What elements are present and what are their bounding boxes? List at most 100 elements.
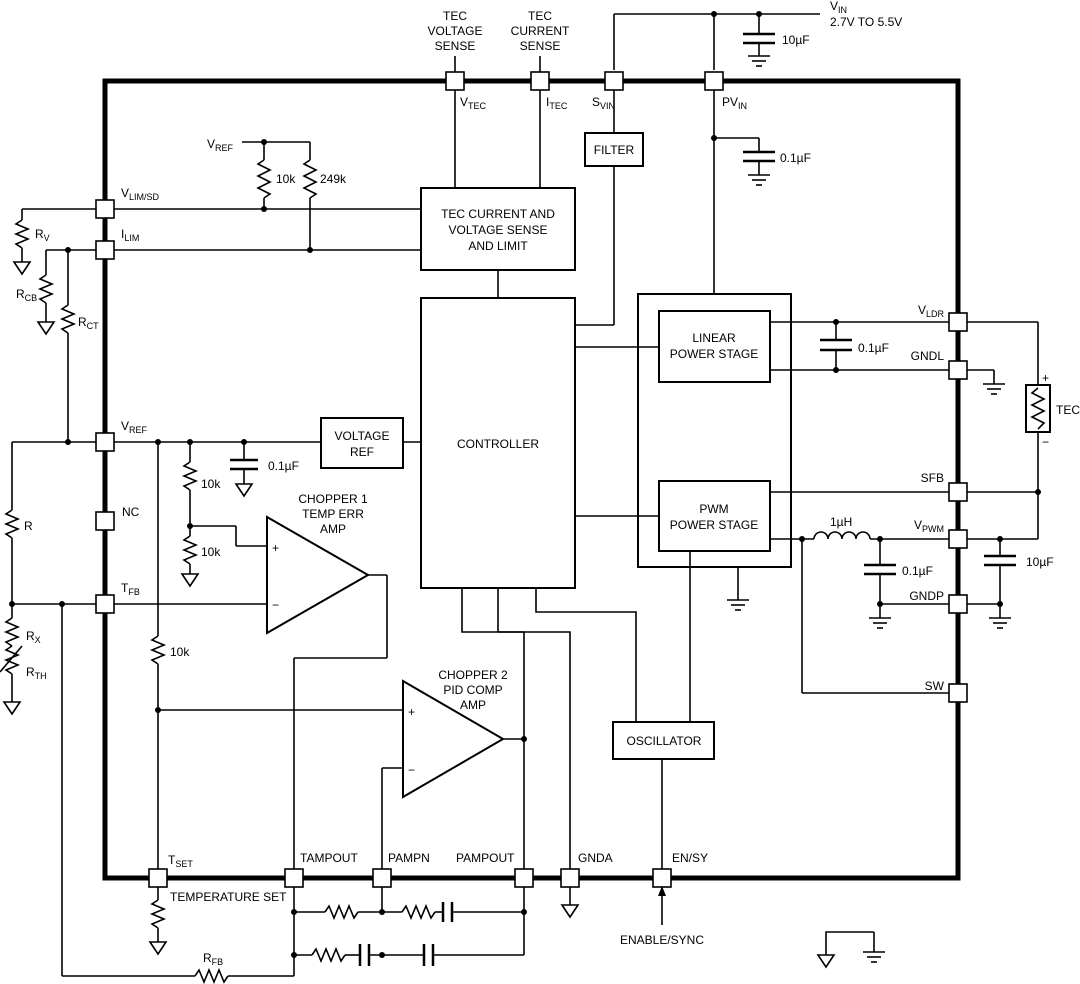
rcb-label: RCB xyxy=(16,287,37,303)
c-out-small-label: 0.1µF xyxy=(902,564,933,578)
pin-vlimsd-label: VLIM/SD xyxy=(121,186,160,202)
rv-label: RV xyxy=(35,227,50,243)
pin-pampn xyxy=(372,868,392,888)
r-resistor xyxy=(3,509,21,539)
r-10k-c-label: 10k xyxy=(170,645,190,659)
voltage-ref-line1: VOLTAGE xyxy=(335,429,390,443)
r-10k-a-label: 10k xyxy=(201,477,221,491)
inductor-1uh xyxy=(813,531,871,540)
pin-sfb xyxy=(948,482,968,502)
c-out-big xyxy=(984,539,1016,629)
pwm-stage-block xyxy=(658,480,771,552)
pin-itec xyxy=(530,71,550,91)
tec-label: TEC xyxy=(1056,403,1080,417)
pin-vldr xyxy=(948,312,968,332)
chopper2-plus: + xyxy=(408,705,415,719)
pin-pampout-label: PAMPOUT xyxy=(456,851,515,865)
tec-plus: + xyxy=(1042,371,1049,385)
rx-rth-resistors xyxy=(0,604,23,716)
tec-sense-line1: TEC CURRENT AND xyxy=(441,207,555,221)
rcb-rct-resistors xyxy=(36,247,96,442)
r-temperature-set xyxy=(149,899,167,929)
temperature-set-label: TEMPERATURE SET xyxy=(170,890,287,904)
svg-text:VOLTAGE: VOLTAGE xyxy=(428,24,483,38)
enable-sync-label: ENABLE/SYNC xyxy=(620,933,704,947)
svg-text:SENSE: SENSE xyxy=(435,39,476,53)
linear-stage-line2: POWER STAGE xyxy=(670,347,758,361)
r-10k-top-label: 10k xyxy=(276,172,296,186)
pin-tset xyxy=(148,868,168,888)
r-10k-c xyxy=(149,635,167,665)
vin-range: 2.7V TO 5.5V xyxy=(830,15,902,29)
pin-gnda xyxy=(560,868,580,888)
ground-symbols-legend xyxy=(816,931,885,969)
pin-ilim xyxy=(95,240,115,260)
chopper1-plus: + xyxy=(272,541,279,555)
pin-sw xyxy=(948,683,968,703)
pin-itec-label: ITEC xyxy=(546,95,568,111)
chopper1-amp xyxy=(266,515,371,635)
svg-text:SENSE: SENSE xyxy=(520,39,561,53)
pin-pampn-label: PAMPN xyxy=(388,851,430,865)
chopper1-minus: − xyxy=(272,598,279,612)
linear-stage-block xyxy=(658,310,771,383)
pin-vref xyxy=(95,432,115,452)
pin-sw-label: SW xyxy=(925,679,945,693)
tec-current-sense-label: TEC CURRENT SENSE xyxy=(511,9,570,53)
pin-ensy-label: EN/SY xyxy=(672,851,708,865)
rx-label: RX xyxy=(26,629,41,645)
pin-tset-label: TSET xyxy=(168,853,193,869)
pin-vpwm xyxy=(948,529,968,549)
pin-vpwm-label: VPWM xyxy=(914,518,944,534)
chopper2-line3: AMP xyxy=(460,698,486,712)
svg-text:TEC: TEC xyxy=(528,9,552,23)
c-pvin-label: 0.1µF xyxy=(780,151,811,165)
r-10k-b-label: 10k xyxy=(201,545,221,559)
c-vref xyxy=(230,442,258,498)
pin-nc-label: NC xyxy=(122,505,140,519)
svg-text:CURRENT: CURRENT xyxy=(511,24,570,38)
filter-block xyxy=(584,132,644,167)
pin-gndp-label: GNDP xyxy=(909,589,944,603)
pin-gndl xyxy=(948,360,968,380)
tec-sense-line2: VOLTAGE SENSE xyxy=(449,223,548,237)
pin-tampout-label: TAMPOUT xyxy=(300,851,358,865)
pin-pvin xyxy=(704,71,724,91)
c-out-big-label: 10µF xyxy=(1026,555,1054,569)
pin-vtec-label: VTEC xyxy=(460,95,487,111)
pin-tampout xyxy=(284,868,304,888)
pin-svin xyxy=(604,71,624,91)
r-249k-label: 249k xyxy=(320,172,347,186)
vref-internal-label: VREF xyxy=(207,137,234,153)
pin-gndp xyxy=(948,594,968,614)
linear-stage-line1: LINEAR xyxy=(692,331,736,345)
oscillator-label: OSCILLATOR xyxy=(627,734,702,748)
rfb-resistor xyxy=(194,967,229,984)
inductor-label: 1µH xyxy=(830,515,852,529)
vin-supply: 10µF VIN 2.7V TO 5.5V xyxy=(613,0,902,70)
c-pvin xyxy=(714,137,775,186)
rct-label: RCT xyxy=(78,315,99,331)
c-out-small xyxy=(864,539,896,629)
oscillator-block xyxy=(612,721,715,760)
tec-voltage-sense-label: TEC VOLTAGE SENSE xyxy=(428,9,483,53)
pin-ensy xyxy=(652,868,672,888)
voltage-ref-block xyxy=(320,417,404,469)
chopper1-line2: TEMP ERR xyxy=(302,507,364,521)
chopper2-minus: − xyxy=(408,763,415,777)
chopper2-line1: CHOPPER 2 xyxy=(438,668,508,682)
pin-svin-label: SVIN xyxy=(592,95,615,111)
pin-vref-label: VREF xyxy=(121,419,148,435)
pin-ilim-label: ILIM xyxy=(121,227,139,243)
pin-pvin-label: PVIN xyxy=(722,95,747,111)
voltage-ref-line2: REF xyxy=(350,445,374,459)
pin-sfb-label: SFB xyxy=(921,471,944,485)
pin-tfb-label: TFB xyxy=(121,581,140,597)
controller-label: CONTROLLER xyxy=(457,437,539,451)
filter-label: FILTER xyxy=(594,143,635,157)
pin-pampout xyxy=(514,868,534,888)
pin-gnda-label: GNDA xyxy=(578,851,613,865)
pin-vldr-label: VLDR xyxy=(918,303,945,319)
tec-sense-line3: AND LIMIT xyxy=(468,239,528,253)
